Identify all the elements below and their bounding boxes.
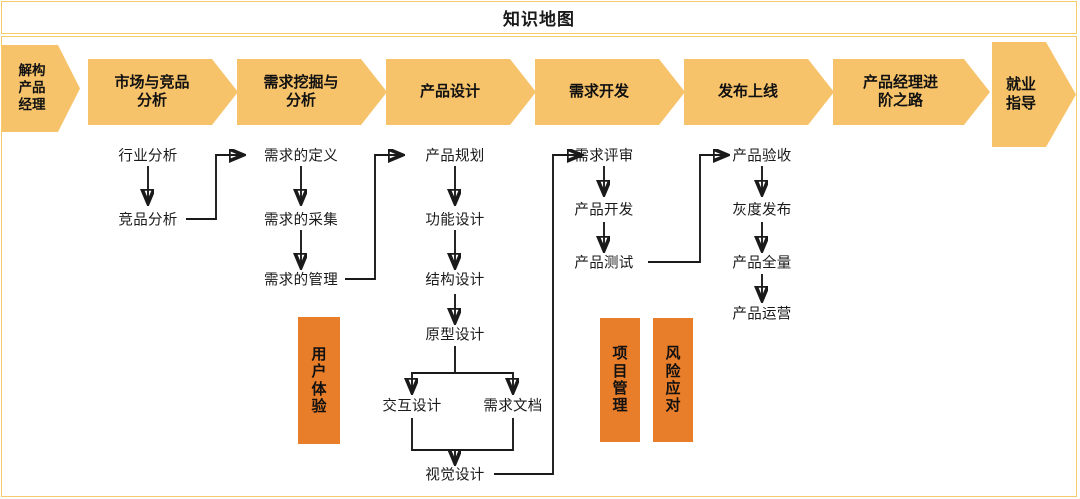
node-product-development[interactable]: 产品开发 <box>574 202 634 219</box>
node-interaction-design[interactable]: 交互设计 <box>382 398 442 415</box>
banner-label: 需求挖掘与 分析 <box>263 73 339 109</box>
banner-product-design[interactable]: 产品设计 <box>386 59 536 125</box>
node-full-rollout[interactable]: 产品全量 <box>732 255 792 272</box>
banner-label: 市场与竞品 分析 <box>114 73 190 109</box>
node-visual-design[interactable]: 视觉设计 <box>425 467 485 484</box>
box-label: 风 险 应 对 <box>665 345 681 415</box>
banner-requirement-development[interactable]: 需求开发 <box>535 59 685 125</box>
banner-label: 需求开发 <box>568 82 629 100</box>
banner-requirement-mining-analysis[interactable]: 需求挖掘与 分析 <box>237 59 387 125</box>
node-structure-design[interactable]: 结构设计 <box>425 272 485 289</box>
box-project-management[interactable]: 项 目 管 理 <box>600 318 640 442</box>
node-product-planning[interactable]: 产品规划 <box>425 148 485 165</box>
node-function-design[interactable]: 功能设计 <box>425 212 485 229</box>
node-requirement-definition[interactable]: 需求的定义 <box>264 148 338 165</box>
box-label: 项 目 管 理 <box>612 345 628 415</box>
banner-label: 就业 指导 <box>1005 76 1036 112</box>
node-requirement-collection[interactable]: 需求的采集 <box>264 212 338 229</box>
node-product-operation[interactable]: 产品运营 <box>732 306 792 323</box>
node-requirement-management[interactable]: 需求的管理 <box>264 272 338 289</box>
node-grayscale-release[interactable]: 灰度发布 <box>732 202 792 219</box>
page-title: 知识地图 <box>503 10 575 29</box>
node-competitor-analysis[interactable]: 竞品分析 <box>118 212 178 229</box>
banner-label: 发布上线 <box>717 82 778 100</box>
node-product-acceptance[interactable]: 产品验收 <box>732 148 792 165</box>
banner-market-competitor-analysis[interactable]: 市场与竞品 分析 <box>88 59 238 125</box>
node-product-testing[interactable]: 产品测试 <box>574 255 634 272</box>
node-requirement-document[interactable]: 需求文档 <box>483 398 543 415</box>
box-risk-response[interactable]: 风 险 应 对 <box>653 318 693 442</box>
banner-label: 产品经理进 阶之路 <box>862 73 938 109</box>
node-requirement-review[interactable]: 需求评审 <box>574 148 634 165</box>
banner-pm-advanced-path[interactable]: 产品经理进 阶之路 <box>833 59 990 125</box>
box-user-experience[interactable]: 用 户 体 验 <box>298 317 340 444</box>
banner-release-online[interactable]: 发布上线 <box>684 59 834 125</box>
box-label: 用 户 体 验 <box>311 345 327 415</box>
node-prototype-design[interactable]: 原型设计 <box>425 327 485 344</box>
banner-label: 解构 产品 经理 <box>18 63 46 112</box>
banner-label: 产品设计 <box>419 82 480 100</box>
diagram-title-bar: 知识地图 <box>1 1 1077 34</box>
node-industry-analysis[interactable]: 行业分析 <box>118 148 178 165</box>
